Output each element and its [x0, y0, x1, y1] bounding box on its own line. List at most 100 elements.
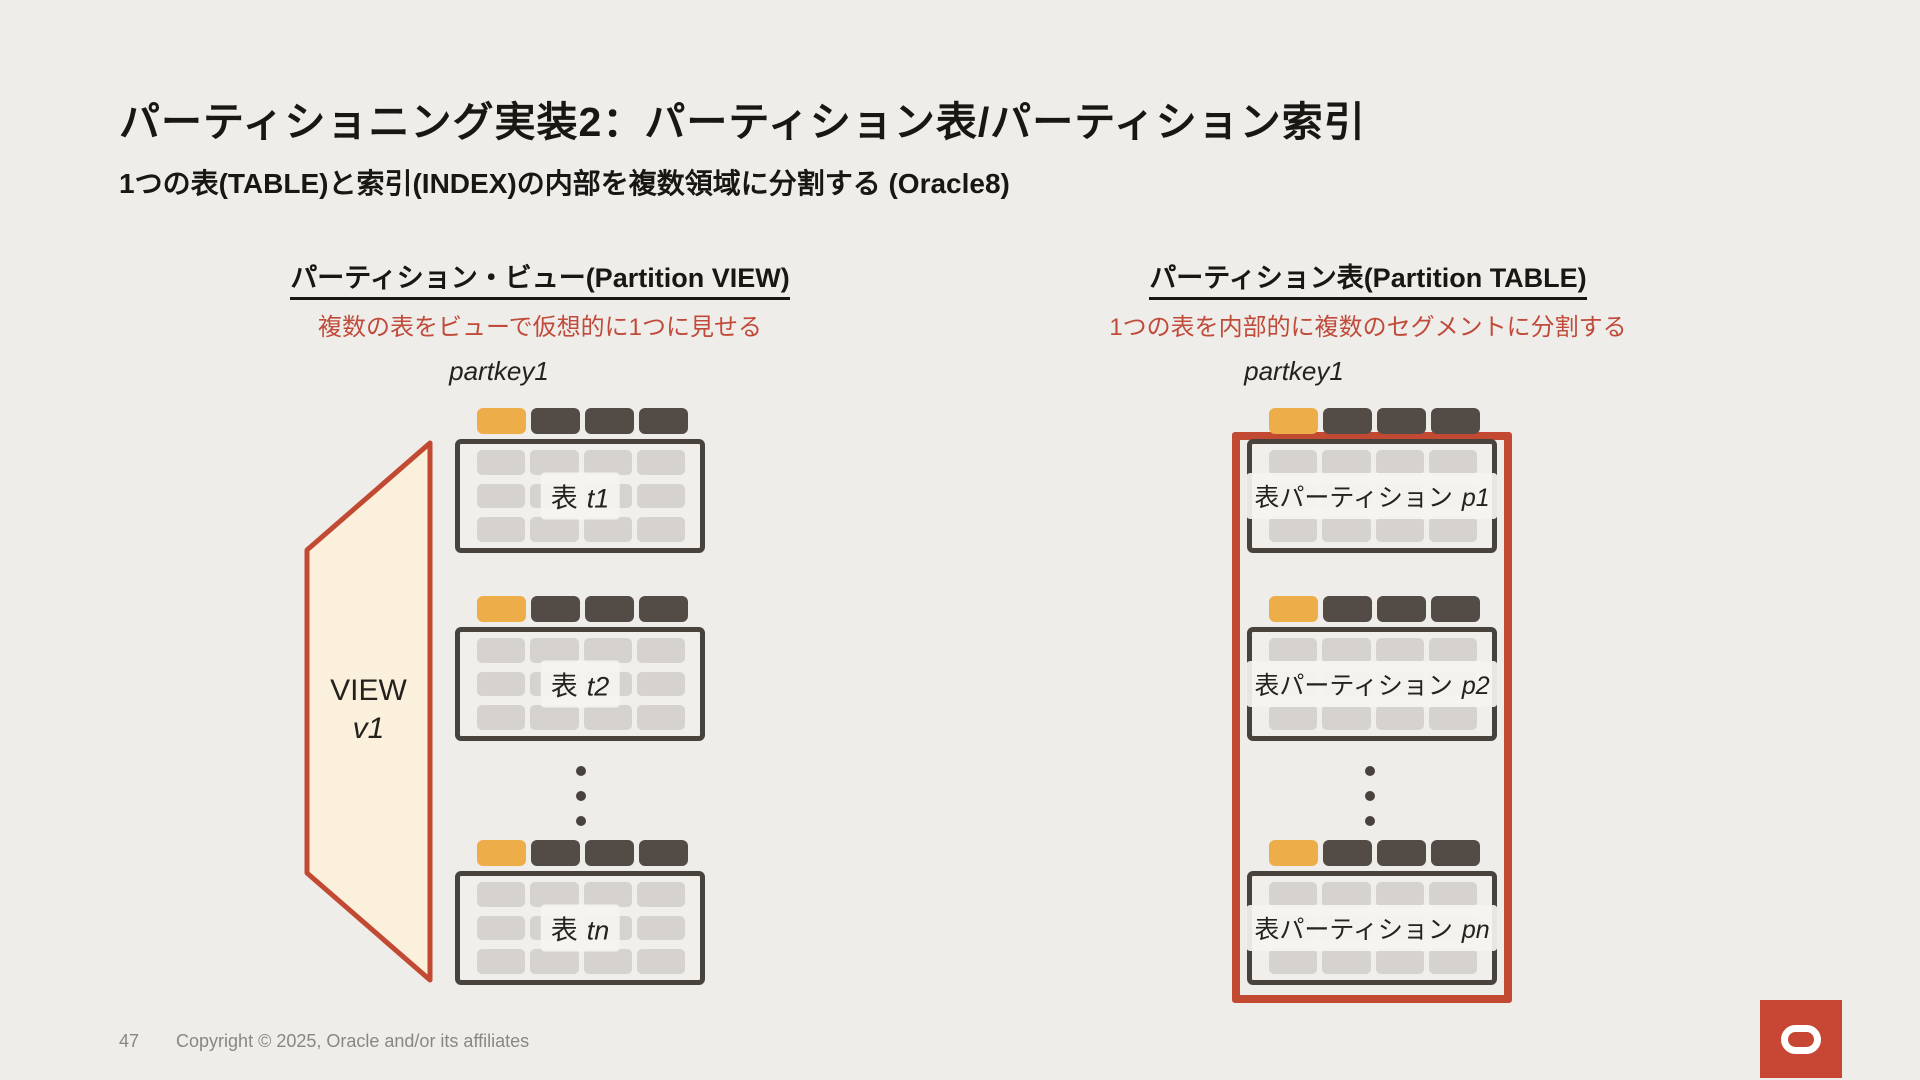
left-subheading-text: 複数の表をビューで仮想的に1つに見せる: [318, 314, 762, 341]
header-cell: [639, 596, 688, 622]
table-cell: [1428, 450, 1477, 475]
header-cell: [531, 596, 580, 622]
table-cell: [1428, 882, 1477, 907]
table-cell: [1322, 882, 1371, 907]
header-cell: [639, 840, 688, 866]
partition-key-cell: [1269, 596, 1318, 622]
table-cell: [1375, 882, 1424, 907]
table-cell: [477, 882, 526, 907]
left-heading-text: パーティション・ビュー(Partition VIEW): [290, 256, 790, 300]
table-cell: [530, 949, 579, 974]
header-cell: [531, 408, 580, 434]
header-cell: [531, 840, 580, 866]
partition-key-cell: [477, 840, 526, 866]
table-cell: [636, 882, 685, 907]
table-cell: [1428, 705, 1477, 730]
table-cell: [477, 483, 526, 509]
table-cell: [636, 671, 685, 697]
header-cell: [585, 408, 634, 434]
header-cell: [585, 840, 634, 866]
left-column-heading: パーティション・ビュー(Partition VIEW) 複数の表をビューで仮想的…: [190, 256, 890, 342]
right-column-heading: パーティション表(Partition TABLE) 1つの表を内部的に複数のセグ…: [1018, 256, 1718, 342]
oracle-o-icon: [1781, 1024, 1821, 1054]
table-label-prefix: 表パーティション: [1254, 916, 1453, 944]
header-cell: [1377, 408, 1426, 434]
table-unit-p2: 表パーティション p2: [1246, 596, 1498, 741]
table-cell: [583, 705, 632, 730]
dot: [576, 766, 586, 776]
oracle-logo: [1760, 1000, 1842, 1078]
table-cell: [1375, 638, 1424, 663]
slide-subtitle: 1つの表(TABLE)と索引(INDEX)の内部を複数領域に分割する (Orac…: [119, 168, 1010, 199]
header-cell: [1431, 840, 1480, 866]
table-label-prefix: 表パーティション: [1254, 672, 1453, 700]
table-cell: [1428, 638, 1477, 663]
table-label-prefix: 表パーティション: [1254, 484, 1453, 512]
right-partkey-label: partkey1: [1244, 356, 1344, 386]
header-cell: [1323, 840, 1372, 866]
view-label: VIEW v1: [307, 672, 430, 747]
table-cell: [636, 949, 685, 974]
table-label-prefix: 表: [550, 671, 578, 702]
table-cell: [636, 517, 685, 542]
table-cell: [1269, 517, 1318, 542]
table-cell: [530, 705, 579, 730]
table-cell: [477, 705, 526, 730]
table-cell: [530, 638, 579, 663]
table-cell: [1269, 450, 1318, 475]
right-subheading-text: 1つの表を内部的に複数のセグメントに分割する: [1109, 314, 1627, 341]
table-cell: [1269, 638, 1318, 663]
header-cell: [1377, 840, 1426, 866]
right-heading-text: パーティション表(Partition TABLE): [1149, 256, 1587, 300]
table-cell: [1375, 450, 1424, 475]
table-cell: [636, 483, 685, 509]
page-number: 47: [119, 1031, 140, 1051]
table-cell: [1375, 949, 1424, 974]
partition-key-row: [1269, 408, 1497, 434]
table-cell: [636, 638, 685, 663]
table-cells: [460, 632, 700, 736]
table-cell: [1322, 638, 1371, 663]
ellipsis-dots-right: [1365, 766, 1375, 826]
table-cell: [583, 638, 632, 663]
table-cell: [583, 450, 632, 475]
partition-key-row: [1269, 840, 1497, 866]
table-label: 表 t1: [540, 472, 620, 520]
table-label-name: p2: [1461, 672, 1490, 700]
table-label-prefix: 表: [550, 483, 578, 514]
table-cell: [1322, 450, 1371, 475]
dot: [1365, 766, 1375, 776]
partition-key-cell: [477, 596, 526, 622]
table-box: 表 t1: [455, 439, 705, 553]
table-label-name: p1: [1461, 484, 1490, 512]
table-cell: [636, 450, 685, 475]
partition-key-row: [477, 840, 705, 866]
table-cell: [530, 882, 579, 907]
table-cell: [1322, 705, 1371, 730]
dot: [576, 791, 586, 801]
table-cell: [636, 705, 685, 730]
left-partkey-label: partkey1: [449, 356, 549, 386]
table-cell: [477, 671, 526, 697]
slide-title: パーティショニング実装2：パーティション表/パーティション索引: [119, 99, 1366, 145]
partition-key-row: [477, 596, 705, 622]
header-cell: [1323, 596, 1372, 622]
table-cell: [530, 450, 579, 475]
table-cell: [583, 949, 632, 974]
table-cell: [636, 915, 685, 941]
table-cell: [1375, 705, 1424, 730]
table-cell: [477, 915, 526, 941]
partition-key-cell: [1269, 408, 1318, 434]
table-cell: [583, 517, 632, 542]
table-label-name: t1: [586, 483, 610, 514]
header-cell: [585, 596, 634, 622]
header-cell: [1431, 596, 1480, 622]
table-cell: [1269, 949, 1318, 974]
